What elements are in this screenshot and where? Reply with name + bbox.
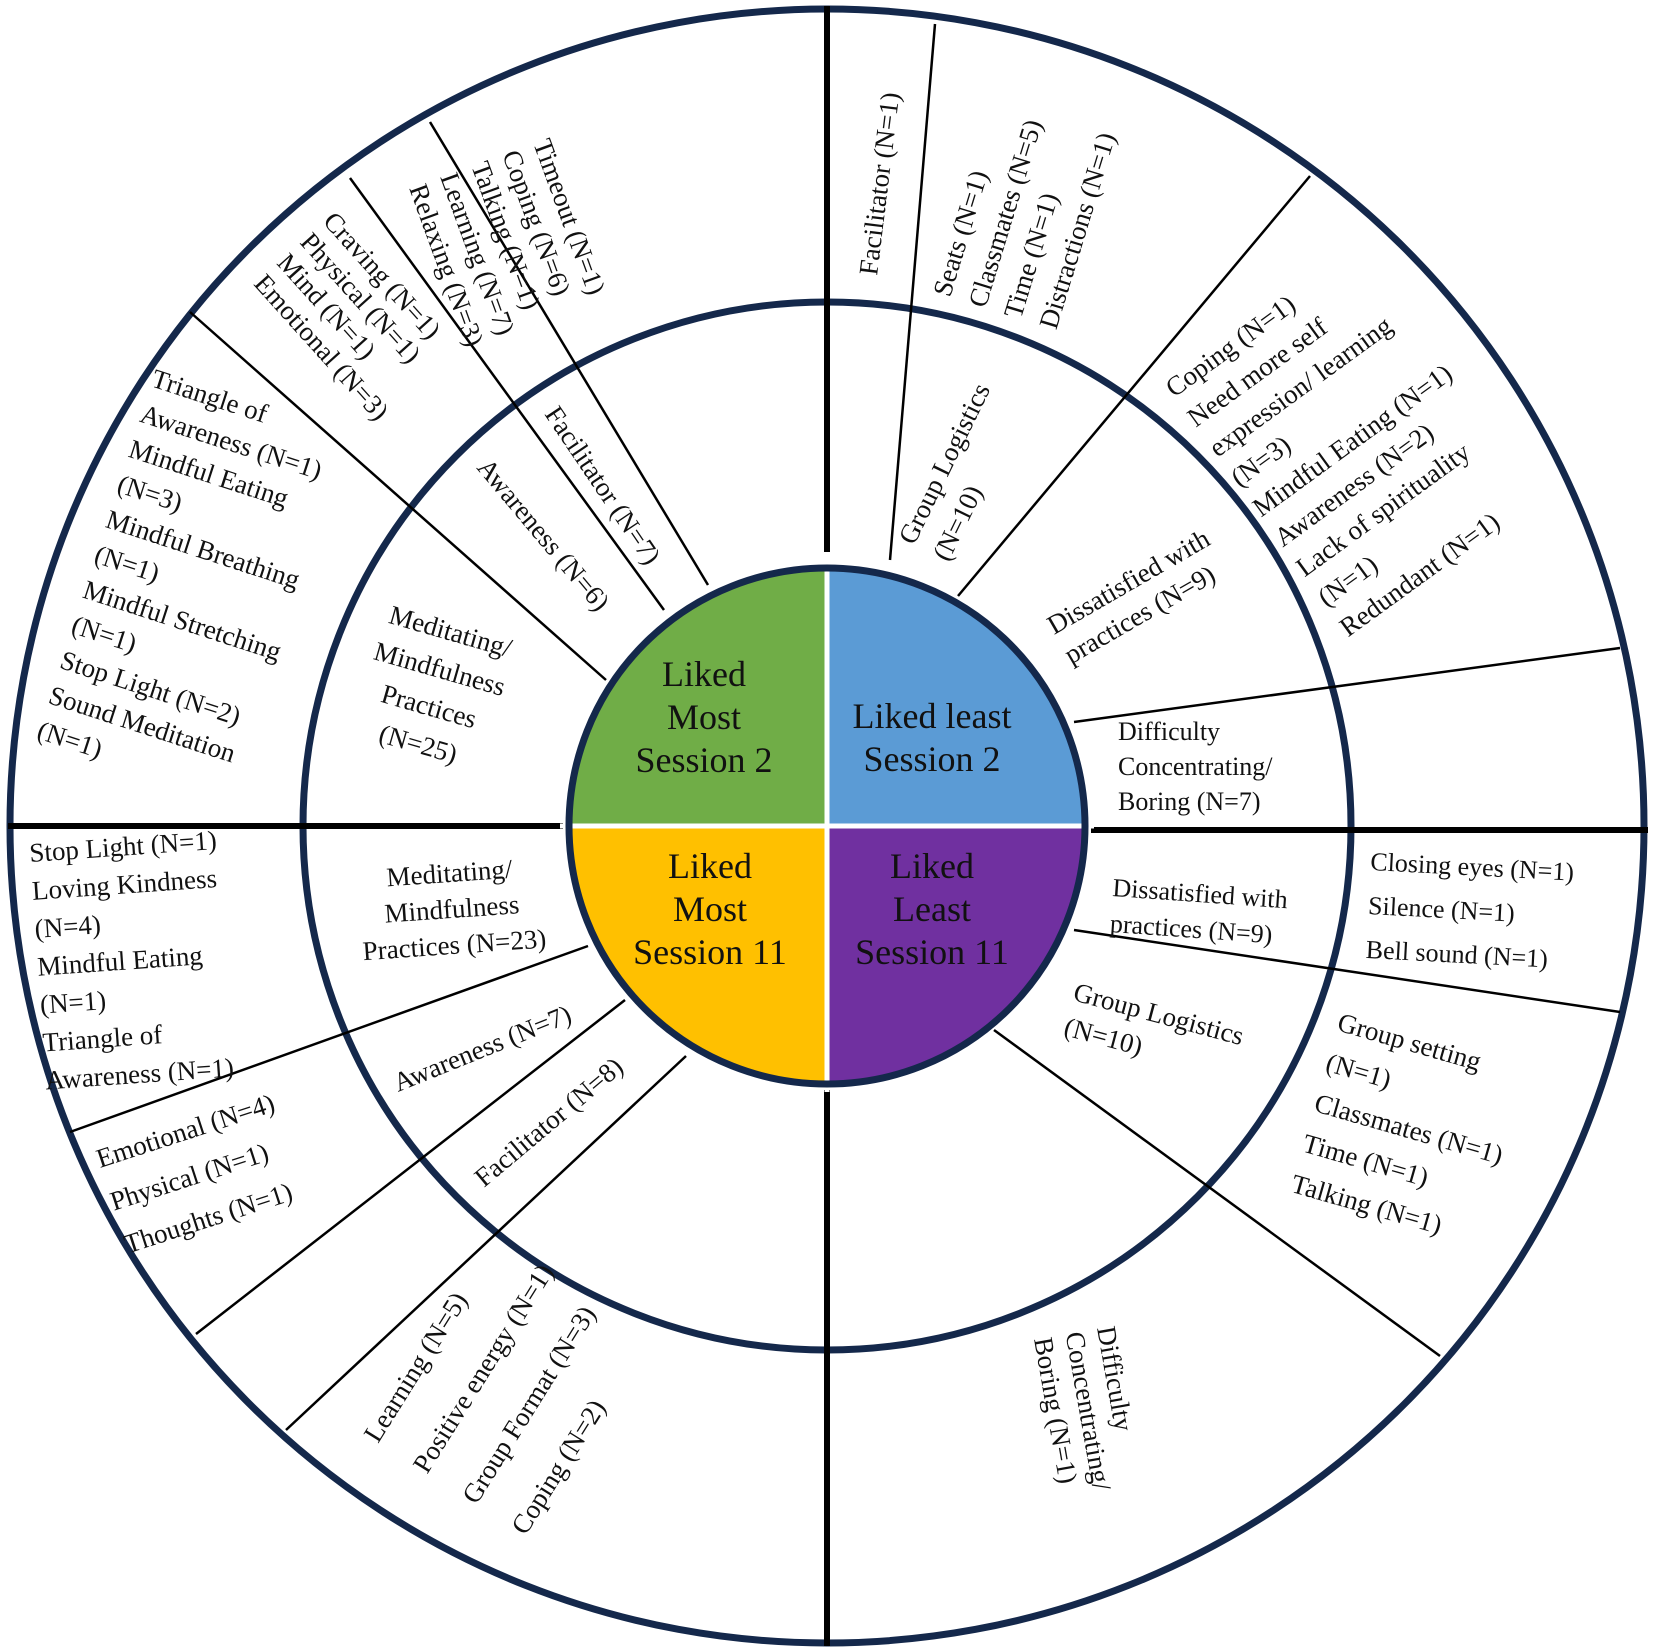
middle-s11-meditating-line: Meditating/ [385,854,513,893]
outer-s11-practices-line: Mindful Eating [36,940,203,981]
outer-s11-dissatisfied-line: Closing eyes (N=1) [1370,847,1575,887]
center-liked-most-s11-line: Most [673,889,747,929]
divider-facilitator-awareness-s2 [348,177,666,611]
middle-s11-facilitator-line: Facilitator (N=8) [469,1051,629,1192]
outer-s11-practices: Stop Light (N=1)Loving Kindness(N=4)Mind… [28,825,234,1096]
outer-s11-practices-line: (N=4) [34,909,102,944]
middle-s2-difficulty-line: Concentrating/ [1118,752,1273,781]
outer-s11-difficulty: DifficultyConcentrating/Boring (N=1) [1028,1324,1149,1499]
outer-s2-facilitator-least: Facilitator (N=1) [853,91,905,277]
center-circle [560,560,1094,1092]
divider-logistics-difficulty-s11 [993,1028,1441,1358]
center-liked-most-s2-line: Most [667,697,741,737]
divider-awareness-facilitator-s11 [195,999,626,1335]
middle-s11-group-logistics: Group Logistics(N=10) [1061,977,1247,1086]
outer-s2-practices: Triangle ofAwareness (N=1)Mindful Eating… [34,363,354,807]
outer-s11-logistics: Group setting(N=1)Classmates (N=1)Time (… [1288,1007,1529,1251]
center-liked-least-s11-line: Liked [890,846,974,886]
outer-s11-practices-line: Loving Kindness [31,863,218,906]
quadrant-liked-least-s11 [827,826,1085,1084]
outer-s11-practices-line: Stop Light (N=1) [28,825,217,868]
middle-s2-dissatisfied: Dissatisfied withpractices (N=9) [1042,523,1232,670]
divider-logistics-facilitator-s2 [888,23,937,561]
center-liked-least-s11-line: Session 11 [855,932,1009,972]
divider-logistics-dissatisfied-s2 [957,175,1311,597]
middle-s11-facilitator: Facilitator (N=8) [469,1051,629,1192]
outer-s11-practices-line: Awareness (N=1) [44,1052,235,1095]
center-liked-least-s2-line: Session 2 [863,739,1000,779]
outer-s11-dissatisfied-line: Bell sound (N=1) [1365,935,1548,973]
outer-s2-logistics: Seats (N=1)Classmates (N=5)Time (N=1)Dis… [927,96,1121,332]
middle-s11-meditating-line: Practices (N=23) [362,923,548,966]
center-liked-least-s11-line: Least [893,889,971,929]
outer-s11-practices-line: (N=1) [39,985,107,1020]
center-liked-most-s2-line: Session 2 [635,740,772,780]
middle-s11-awareness: Awareness (N=7) [389,999,575,1098]
middle-s11-dissatisfied-line: Dissatisfied with [1112,873,1289,914]
quadrant-liked-most-s2 [569,568,827,826]
middle-s2-meditating: Meditating/MindfulnessPractices(N=25) [349,598,519,777]
divider-awareness-meditating-s2 [189,311,607,681]
divider-meditating-awareness-s11 [69,944,589,1134]
center-liked-most-s2-line: Liked [662,654,746,694]
quadrant-liked-least-s2 [827,568,1085,826]
outer-s11-dissatisfied: Closing eyes (N=1) Silence (N=1) Bell soun… [1365,847,1575,975]
outer-s11-logistics-line: (N=1) [1323,1047,1395,1094]
outer-s11-facilitator: Learning (N=5)Positive energy (N=1)Group… [358,1228,658,1539]
middle-s11-dissatisfied-line: practices (N=9) [1109,909,1273,949]
middle-s2-difficulty-line: Boring (N=7) [1118,787,1260,816]
quadrant-liked-most-s11 [569,826,827,1084]
divider-dissatisfied-difficulty-s2 [1073,646,1621,724]
middle-s11-awareness-line: Awareness (N=7) [389,999,575,1098]
outer-s11-practices-line: Triangle of [42,1019,164,1057]
middle-s11-meditating: Meditating/MindfulnessPractices (N=23) [357,852,548,967]
middle-s11-meditating-line: Mindfulness [384,889,521,928]
middle-s2-difficulty-line: Difficulty [1118,717,1220,746]
outer-s2-facilitator-least-line: Facilitator (N=1) [853,91,905,277]
middle-s11-dissatisfied: Dissatisfied withpractices (N=9) [1109,873,1289,950]
center-liked-least-s2-line: Liked least [853,696,1012,736]
center-border [565,564,1089,1088]
divider-facilitator-outer-s11 [285,1055,687,1431]
divider-dissatisfied-logistics-s11 [1073,928,1621,1014]
divider-facilitator-outer-s2 [428,121,710,586]
outer-s11-dissatisfied-line: Silence (N=1) [1367,891,1515,928]
center-liked-most-s11-line: Session 11 [633,932,787,972]
center-liked-most-s11-line: Liked [668,846,752,886]
middle-s2-group-logistics: Group Logistics(N=10) [892,378,1030,565]
